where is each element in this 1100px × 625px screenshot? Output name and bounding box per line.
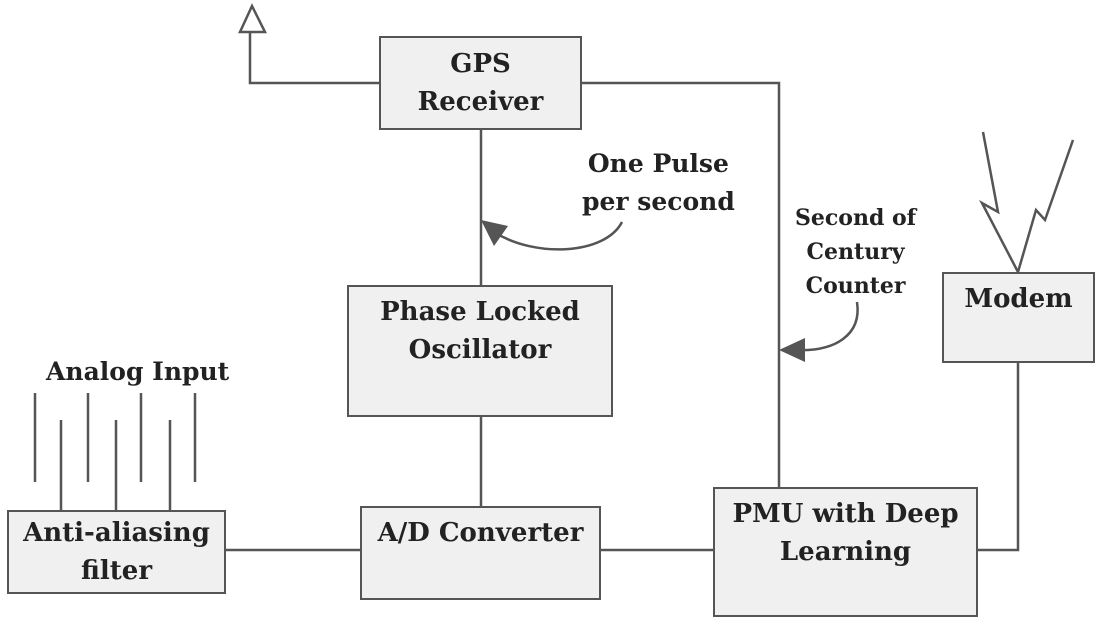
- pps-arrow: [481, 220, 624, 251]
- gps-receiver-line2: Receiver: [417, 87, 544, 117]
- soc-line1: Second of: [795, 205, 917, 231]
- plo-line1: Phase Locked: [380, 297, 580, 327]
- analog-input-label: Analog Input: [46, 357, 230, 386]
- pps-line2: per second: [582, 187, 735, 216]
- pmu-to-modem-line: [978, 363, 1020, 552]
- plo-line2: Oscillator: [408, 335, 552, 365]
- lightning-signal-icon: [978, 131, 1075, 273]
- soc-line3: Counter: [805, 273, 906, 299]
- soc-label: Second of Century Counter: [795, 201, 916, 303]
- pmu-deep-learning-block: PMU with Deep Learning: [713, 487, 978, 617]
- anti-aliasing-filter-block: Anti-aliasing filter: [7, 510, 226, 594]
- gps-receiver-line1: GPS: [450, 49, 511, 79]
- gps-receiver-block: GPS Receiver: [379, 36, 582, 130]
- antenna-icon: [238, 3, 380, 85]
- pps-line1: One Pulse: [587, 149, 729, 178]
- soc-line2: Century: [806, 239, 905, 265]
- gps-to-pmu-line: [582, 81, 781, 487]
- aaf-line2: filter: [80, 556, 153, 586]
- analog-input-lines: [33, 393, 197, 510]
- ad-converter-block: A/D Converter: [360, 506, 601, 600]
- pmu-line2: Learning: [779, 537, 912, 567]
- pmu-line1: PMU with Deep: [732, 499, 959, 529]
- modem-block: Modem: [942, 272, 1095, 363]
- pps-label: One Pulse per second: [582, 145, 735, 221]
- adc-line1: A/D Converter: [377, 518, 584, 548]
- modem-line1: Modem: [964, 284, 1073, 314]
- phase-locked-oscillator-block: Phase Locked Oscillator: [347, 285, 613, 417]
- soc-arrow: [779, 301, 859, 362]
- aaf-line1: Anti-aliasing: [23, 518, 210, 548]
